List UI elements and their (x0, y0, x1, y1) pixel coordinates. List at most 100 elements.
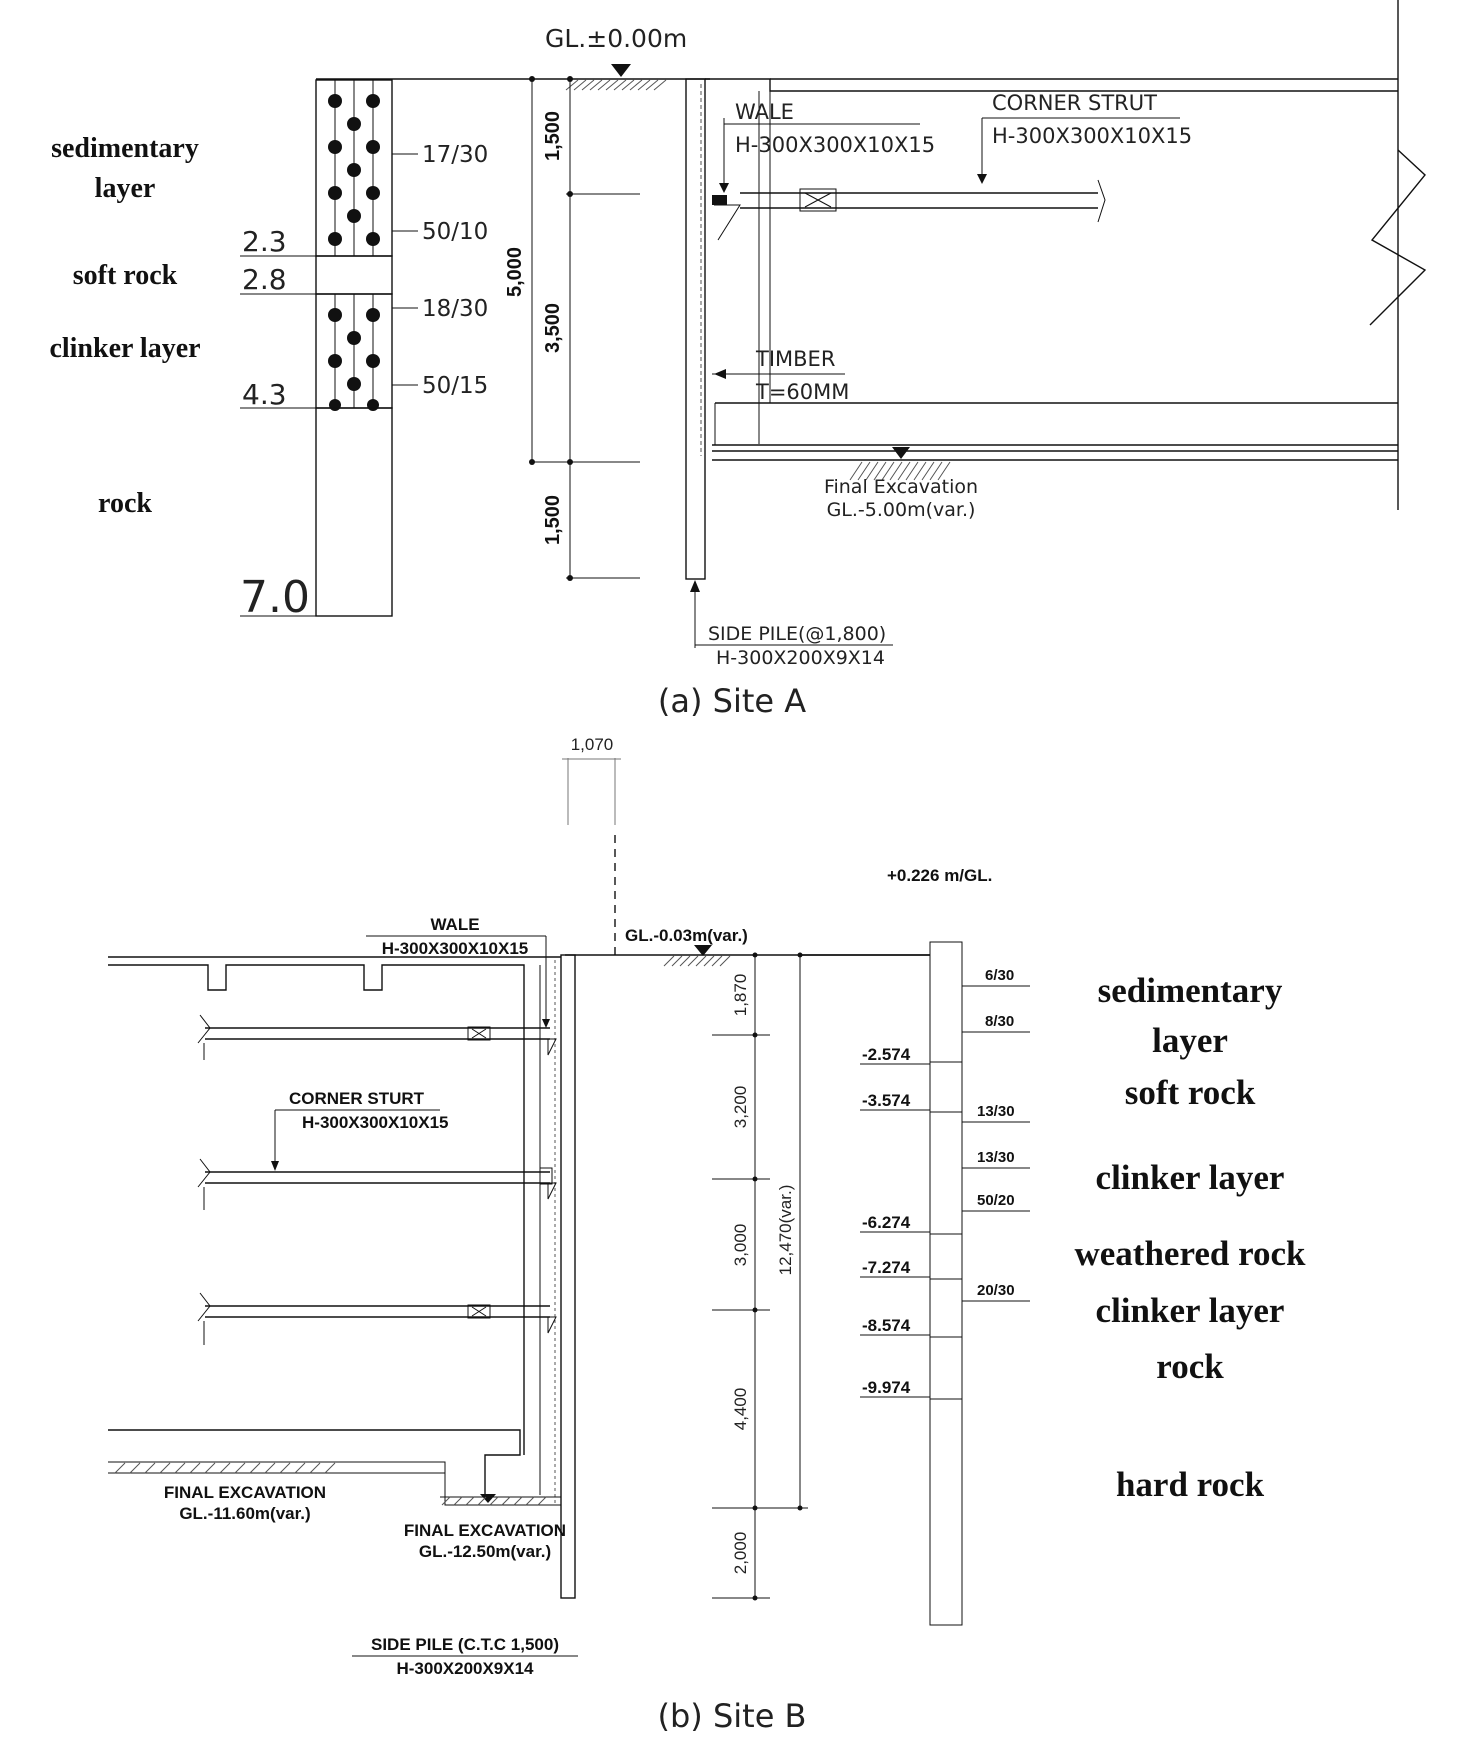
site-a-spt-50-15: 50/15 (422, 373, 488, 399)
site-b-spt-2: 8/30 (985, 1013, 1014, 1030)
site-a-spt-17-30: 17/30 (422, 142, 488, 168)
site-a-side-pile-title: SIDE PILE(@1,800) (708, 623, 886, 645)
site-a-layer-soft-rock: soft rock (73, 260, 178, 291)
site-b-diagram: 1,070 GL.-0.03m(var.) +0.226 m/GL. (108, 735, 1306, 1735)
site-a-timber-spec: T=60MM (755, 380, 849, 404)
site-a-layer-sedimentary: sedimentary (51, 133, 199, 164)
site-b-final-excavation-1-title: FINAL EXCAVATION (164, 1483, 326, 1502)
site-a-break-line (1369, 149, 1427, 326)
site-a-depth-7-0: 7.0 (240, 572, 310, 623)
site-a-clinker-dots (328, 308, 380, 411)
site-b-layer-weathered-rock: weathered rock (1074, 1234, 1306, 1273)
site-b-borehole-level: +0.226 m/GL. (887, 866, 992, 885)
site-a-depth-2-3: 2.3 (242, 225, 287, 258)
site-a-ground-marker-icon (611, 64, 631, 77)
site-a-ground-hatch (565, 79, 667, 91)
site-a-layer-rock: rock (98, 488, 152, 519)
site-a-wale-spec: H-300X300X10X15 (735, 133, 935, 157)
site-b-weathered-rock-column (929, 1233, 963, 1280)
site-a-soft-rock-column (315, 255, 393, 295)
site-a-layer-clinker: clinker layer (49, 333, 200, 364)
site-b-excavation-hatch-2 (441, 1496, 547, 1506)
site-a-rock-column (315, 407, 393, 617)
site-b-strut-1 (197, 1014, 557, 1060)
site-b-depth-labels: -2.574 -3.574 -6.274 -7.274 -8.574 -9.97… (860, 1045, 930, 1398)
site-b-layer-rock: rock (1156, 1347, 1224, 1386)
site-a-side-pile (685, 78, 706, 580)
site-b-excavation-marker-icon (480, 1494, 496, 1503)
site-a-final-excavation-title: Final Excavation (824, 476, 978, 498)
site-a-wale-block (712, 195, 727, 205)
site-b-dim-4400: 4,400 (731, 1388, 750, 1431)
site-a-depth-4-3: 4.3 (242, 378, 287, 411)
site-b-dim-3000: 3,000 (731, 1224, 750, 1267)
site-a-spt-50-10: 50/10 (422, 219, 488, 245)
site-b-side-pile-title: SIDE PILE (C.T.C 1,500) (371, 1635, 559, 1654)
site-a-layer-sedimentary-2: layer (95, 173, 156, 204)
site-b-layer-soft-rock: soft rock (1125, 1073, 1256, 1112)
site-a-excavation-marker-icon (892, 447, 910, 459)
site-b-layer-clinker: clinker layer (1096, 1158, 1285, 1197)
site-b-sedimentary-column (929, 941, 963, 1063)
site-b-structure (108, 956, 561, 1455)
site-b-spt-labels: 6/30 8/30 13/30 13/30 50/20 20/30 (962, 967, 1030, 1302)
site-a-spt-18-30: 18/30 (422, 296, 488, 322)
site-b-spt-6: 20/30 (977, 1282, 1015, 1299)
site-a-dim-5000: 5,000 (504, 247, 526, 297)
site-b-side-pile (560, 954, 576, 1599)
site-b-layer-clinker-2: clinker layer (1096, 1291, 1285, 1330)
site-b-final-excavation-2-title: FINAL EXCAVATION (404, 1521, 566, 1540)
site-b-layer-sedimentary-2: layer (1152, 1021, 1228, 1060)
site-b-depth-3: -6.274 (862, 1213, 911, 1232)
site-b-excavation-hatch-1 (114, 1462, 336, 1474)
site-b-side-pile-spec: H-300X200X9X14 (396, 1659, 534, 1678)
site-b-dim-12470: 12,470(var.) (776, 1185, 795, 1276)
site-a-side-pile-spec: H-300X200X9X14 (716, 647, 885, 669)
site-b-depth-2: -3.574 (862, 1091, 911, 1110)
site-a-diagram: sedimentary layer soft rock clinker laye… (49, 0, 1427, 720)
site-b-clinker-column-2 (929, 1278, 963, 1338)
site-b-corner-strut-title: CORNER STURT (289, 1089, 425, 1108)
site-b-dim-3200: 3,200 (731, 1086, 750, 1129)
site-b-spt-3: 13/30 (977, 1103, 1015, 1120)
site-b-ground-level: GL.-0.03m(var.) (625, 926, 748, 945)
site-b-spt-4: 13/30 (977, 1149, 1015, 1166)
site-b-final-excavation-2-level: GL.-12.50m(var.) (419, 1542, 551, 1561)
site-a-ground-level: GL.±0.00m (545, 24, 687, 53)
site-b-dim-2000: 2,000 (731, 1532, 750, 1575)
site-b-caption: (b) Site B (657, 1697, 806, 1735)
site-a-wale-bracket (714, 204, 741, 241)
site-a-sedimentary-dots (328, 94, 380, 246)
site-a-excavation-floor (712, 444, 1398, 461)
site-b-depth-4: -7.274 (862, 1258, 911, 1277)
site-a-wale-title: WALE (735, 100, 794, 124)
site-b-soft-rock-column (929, 1061, 963, 1113)
site-b-strut-3 (197, 1292, 557, 1345)
site-b-top-dim: 1,070 (571, 735, 614, 754)
site-b-depth-5: -8.574 (862, 1316, 911, 1335)
site-a-depth-2-8: 2.8 (242, 263, 287, 296)
site-b-wale-spec: H-300X300X10X15 (382, 939, 529, 958)
site-a-strut-jack (799, 188, 837, 212)
site-b-strut-2 (197, 1158, 557, 1210)
site-a-corner-strut-spec: H-300X300X10X15 (992, 124, 1192, 148)
site-b-ground-marker-icon (694, 945, 712, 956)
site-b-layer-hard-rock: hard rock (1116, 1465, 1265, 1504)
site-a-dim-3500: 3,500 (542, 303, 564, 353)
site-b-rock-column (929, 1336, 963, 1400)
site-b-depth-6: -9.974 (862, 1378, 911, 1397)
site-b-spt-1: 6/30 (985, 967, 1014, 984)
site-b-clinker-column (929, 1111, 963, 1235)
site-a-timber-title: TIMBER (755, 347, 835, 371)
site-b-corner-strut-spec: H-300X300X10X15 (302, 1113, 449, 1132)
site-b-dim-1870: 1,870 (731, 974, 750, 1017)
site-a-dim-1500-bottom: 1,500 (542, 495, 564, 545)
site-b-wale-title: WALE (430, 915, 479, 934)
site-b-spt-5: 50/20 (977, 1192, 1015, 1209)
site-b-layer-sedimentary: sedimentary (1098, 971, 1283, 1010)
site-a-dim-1500-top: 1,500 (542, 111, 564, 161)
site-b-depth-1: -2.574 (862, 1045, 911, 1064)
site-a-corner-strut-title: CORNER STRUT (992, 91, 1157, 115)
site-a-final-excavation-level: GL.-5.00m(var.) (827, 499, 976, 521)
